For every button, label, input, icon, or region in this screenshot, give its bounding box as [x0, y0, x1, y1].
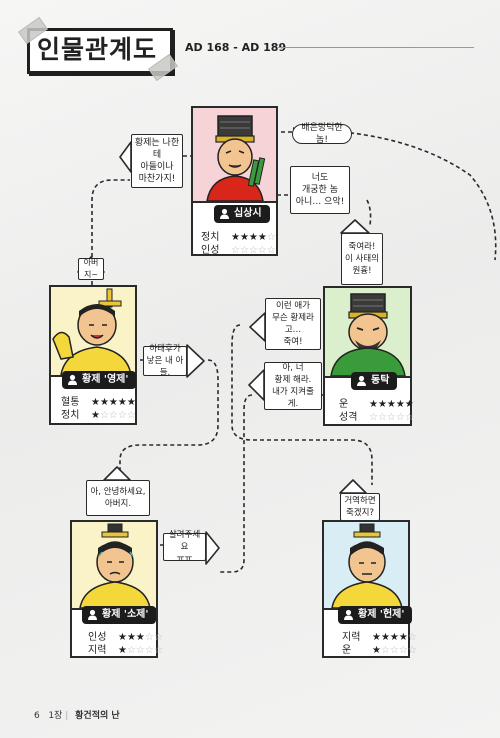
- stat-row: 운 ★☆☆☆☆: [342, 641, 417, 656]
- note-ingrate: 배은망덕한 놈!: [292, 123, 352, 145]
- stars-empty: ☆☆☆☆: [380, 645, 417, 656]
- portrait-youngje: [51, 287, 135, 377]
- dongtak-illustration: [330, 293, 406, 376]
- name-youngje: 황제 '영제': [82, 374, 129, 385]
- character-card-sipsangsi: 십상시 정치 ★★★★☆ 인성 ☆☆☆☆☆: [191, 106, 278, 256]
- stars-filled: ★★★★★: [91, 397, 136, 408]
- stat-row: 정치 ★☆☆☆☆: [61, 406, 136, 421]
- heonje-illustration: [331, 523, 403, 608]
- emperor-illustration: [52, 288, 132, 375]
- portrait-sipsangsi: [193, 108, 276, 203]
- stat-label: 운: [339, 399, 349, 410]
- stat-label: 정치: [201, 232, 220, 243]
- note-kill-root: 죽여라! 이 사태의 원흉!: [341, 233, 383, 285]
- character-card-dongtak: 동탁 운 ★★★★★ 성격 ☆☆☆☆☆: [323, 286, 414, 426]
- note-what-emperor: 이런 애가 무슨 황제라고… 죽여!: [265, 298, 321, 350]
- stat-row: 정치 ★★★★☆: [201, 228, 276, 243]
- name-soje: 황제 '소제': [102, 609, 149, 620]
- character-card-heonje: 황제 '헌제' 지력 ★★★★☆ 운 ★☆☆☆☆: [322, 520, 417, 658]
- stat-row: 지력 ★★★★☆: [342, 628, 417, 643]
- nameplate-youngje: 황제 '영제': [62, 371, 137, 389]
- stat-row: 인성 ★★★☆☆: [88, 628, 163, 643]
- note-sipsangsi-to-emperor: 황제는 나한테 아들이나 마찬가지!: [131, 134, 183, 188]
- name-dongtak: 동탁: [371, 375, 390, 386]
- stars-empty: ☆☆☆☆☆: [231, 245, 276, 256]
- stars-filled: ★★★★: [372, 632, 408, 643]
- stars-filled: ★: [372, 645, 381, 656]
- stars-filled: ★★★★: [231, 232, 267, 243]
- name-sipsangsi: 십상시: [234, 208, 262, 219]
- stars-empty: ☆☆☆☆: [126, 645, 163, 656]
- stars-filled: ★★★: [118, 632, 145, 643]
- chapter-title: 황건적의 난: [75, 711, 120, 721]
- name-heonje: 황제 '헌제': [358, 609, 405, 620]
- person-icon: [220, 208, 229, 219]
- stars-empty: ☆☆☆☆☆: [369, 412, 414, 423]
- stat-row: 운 ★★★★★: [339, 395, 414, 410]
- stat-row: 혈통 ★★★★★: [61, 393, 136, 408]
- title-box: [27, 28, 173, 74]
- stars-filled: ★: [118, 645, 127, 656]
- stars-empty: ☆☆: [144, 632, 163, 643]
- note-save-me: 살려주세요 ㅠㅠ: [163, 530, 206, 564]
- note-be-emperor: 아, 너 황제 해라. 내가 지켜줄게.: [264, 362, 322, 410]
- portrait-heonje: [324, 522, 408, 610]
- stat-label: 지력: [342, 632, 361, 643]
- nameplate-dongtak: 동탁: [351, 372, 398, 390]
- chapter-number: 1장: [48, 711, 63, 721]
- page-number: 6: [34, 711, 40, 721]
- eunuch-illustration: [206, 115, 266, 201]
- header-rule: [278, 47, 474, 48]
- person-icon: [68, 374, 77, 385]
- stat-row: 성격 ☆☆☆☆☆: [339, 408, 414, 423]
- page-footer: 6 1장 | 황건적의 난: [34, 711, 120, 721]
- stat-label: 정치: [61, 410, 80, 421]
- portrait-dongtak: [325, 288, 410, 378]
- stat-row: 인성 ☆☆☆☆☆: [201, 241, 276, 256]
- stars-empty: ☆: [407, 632, 417, 643]
- character-card-youngje: 황제 '영제' 혈통 ★★★★★ 정치 ★☆☆☆☆: [49, 285, 137, 425]
- note-hello-father: 아, 안녕하세요, 아버지.: [86, 480, 150, 516]
- person-icon: [357, 375, 366, 386]
- stat-label: 인성: [201, 245, 220, 256]
- stat-label: 지력: [88, 645, 107, 656]
- character-card-soje: 황제 '소제' 인성 ★★★☆☆ 지력 ★☆☆☆☆: [70, 520, 163, 658]
- stars-filled: ★★★★★: [369, 399, 414, 410]
- note-you-too: 너도 개궁한 놈 아니… 으악!: [290, 166, 350, 214]
- nameplate-soje: 황제 '소제': [82, 606, 157, 624]
- stat-label: 운: [342, 645, 352, 656]
- note-father: 아버지~: [78, 258, 104, 280]
- stat-label: 인성: [88, 632, 107, 643]
- period-label: AD 168 - AD 189: [185, 41, 287, 54]
- nameplate-sipsangsi: 십상시: [214, 205, 270, 223]
- page-title: 인물관계도: [37, 35, 158, 64]
- stat-label: 혈통: [61, 397, 80, 408]
- person-icon: [344, 609, 353, 620]
- note-son-of-ha: 하태후가 낳은 내 아들.: [143, 344, 187, 378]
- soje-illustration: [79, 523, 151, 608]
- portrait-soje: [72, 522, 156, 610]
- nameplate-heonje: 황제 '헌제': [338, 606, 413, 624]
- stat-label: 성격: [339, 412, 358, 423]
- note-disobey: 거역하면 죽겠지?: [340, 493, 380, 521]
- stars-empty: ☆: [266, 232, 276, 243]
- person-icon: [88, 609, 97, 620]
- stat-row: 지력 ★☆☆☆☆: [88, 641, 163, 656]
- stars-empty: ☆☆☆☆: [99, 410, 136, 421]
- stars-filled: ★: [91, 410, 100, 421]
